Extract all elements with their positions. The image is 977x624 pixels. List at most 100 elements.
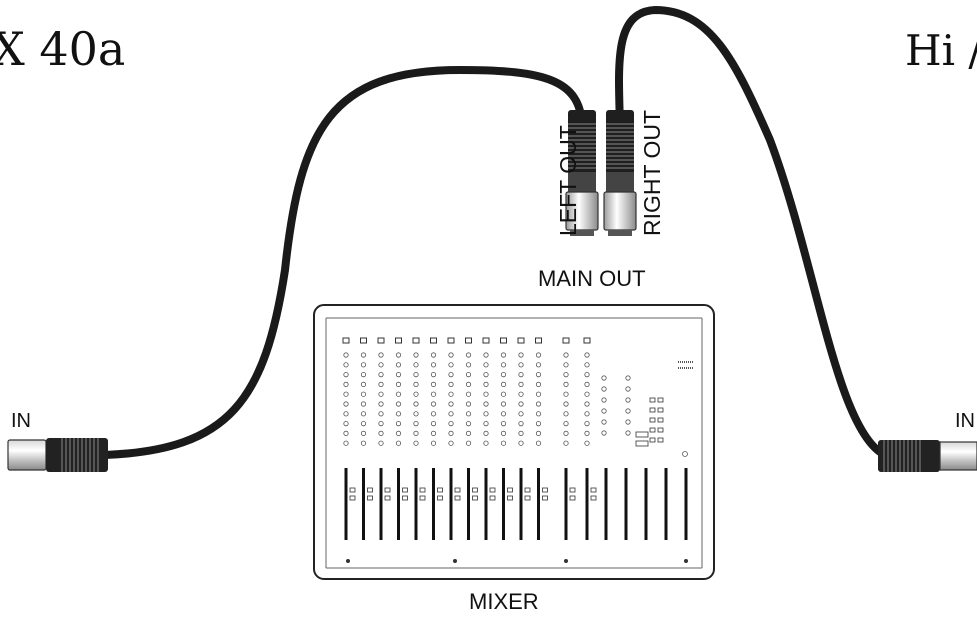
channel-knob — [430, 411, 437, 417]
mixer-screw-2 — [453, 559, 457, 563]
channel-knob — [395, 381, 402, 387]
channel-button — [562, 337, 570, 344]
channel-knob — [500, 420, 507, 427]
channel-button — [583, 337, 591, 344]
channel-button — [430, 337, 437, 344]
channel-knob — [518, 391, 524, 397]
channel-knob — [500, 440, 507, 446]
channel-knob — [563, 440, 569, 446]
channel-knob — [360, 401, 367, 407]
channel-button — [447, 337, 455, 344]
channel-knob — [500, 381, 507, 387]
channel-knob — [378, 411, 384, 417]
channel-knob — [584, 401, 590, 407]
channel-knob — [535, 391, 542, 397]
channel-knob — [448, 381, 454, 387]
channel-switch — [437, 487, 443, 493]
channel-button — [517, 337, 525, 344]
channel-knob — [448, 430, 454, 436]
channel-knob — [483, 352, 489, 358]
channel-switch — [437, 495, 443, 501]
channel-knob — [584, 381, 590, 387]
channel-knob — [563, 420, 569, 427]
master-switch — [649, 407, 656, 413]
channel-switch — [569, 487, 576, 493]
master-knob — [601, 397, 607, 403]
master-fader-slot — [604, 468, 608, 540]
left-in-label: IN — [11, 410, 31, 432]
channel-switch — [367, 495, 373, 501]
channel-knob — [483, 401, 489, 407]
channel-knob — [430, 440, 437, 446]
cable-left — [101, 65, 586, 459]
channel-knob — [413, 430, 419, 436]
channel-switch — [384, 487, 391, 493]
channel-knob — [518, 352, 524, 358]
channel-knob — [535, 362, 542, 368]
channel-knob — [343, 391, 349, 397]
channel-knob — [563, 381, 569, 387]
channel-knob — [465, 362, 472, 368]
mixer-screw-4 — [684, 559, 688, 563]
channel-knob — [430, 430, 437, 436]
channel-fader-slot — [449, 468, 453, 540]
channel-fader-slot — [432, 468, 435, 540]
channel-knob — [360, 352, 367, 358]
channel-knob — [483, 420, 489, 427]
channel-knob — [448, 371, 454, 378]
master-knob — [625, 375, 631, 381]
channel-switch — [472, 495, 478, 501]
channel-knob — [448, 362, 454, 368]
channel-knob — [518, 411, 524, 417]
channel-switch — [419, 487, 426, 493]
channel-knob — [448, 391, 454, 397]
right-device-title: Hi / — [905, 26, 977, 75]
channel-knob — [518, 371, 524, 378]
channel-knob — [584, 430, 590, 436]
master-knob — [625, 419, 631, 425]
channel-knob — [584, 362, 590, 368]
channel-knob — [518, 401, 524, 407]
channel-knob — [535, 430, 542, 436]
channel-button — [360, 337, 367, 344]
master-fader-slot — [664, 468, 668, 540]
channel-knob — [584, 391, 590, 397]
channel-knob — [500, 391, 507, 397]
channel-knob — [378, 381, 384, 387]
channel-knob — [563, 430, 569, 436]
channel-knob — [448, 352, 454, 358]
phones-knob — [682, 451, 688, 457]
right-in-label: IN — [955, 410, 975, 432]
channel-knob — [395, 401, 402, 407]
channel-switch — [569, 495, 576, 501]
channel-knob — [465, 381, 472, 387]
channel-switch — [542, 495, 548, 501]
channel-knob — [500, 371, 507, 378]
channel-switch — [349, 487, 356, 493]
channel-knob — [413, 381, 419, 387]
channel-knob — [413, 391, 419, 397]
channel-knob — [343, 381, 349, 387]
master-fader-slot — [624, 468, 628, 540]
master-switch — [657, 427, 664, 433]
channel-switch — [384, 495, 391, 501]
master-knob — [601, 419, 607, 425]
channel-knob — [378, 401, 384, 407]
channel-knob — [360, 381, 367, 387]
channel-knob — [395, 391, 402, 397]
master-knob — [601, 408, 607, 414]
channel-knob — [483, 430, 489, 436]
right-in-connector — [878, 440, 977, 472]
channel-knob — [343, 430, 349, 436]
channel-fader-slot — [379, 468, 383, 540]
right-out-connector — [603, 110, 637, 236]
channel-button — [500, 337, 507, 344]
channel-knob — [378, 371, 384, 378]
channel-knob — [535, 440, 542, 446]
master-switch — [635, 440, 649, 447]
channel-fader-slot — [362, 468, 365, 540]
channel-fader-slot — [519, 468, 523, 540]
channel-fader-slot — [467, 468, 470, 540]
channel-knob — [395, 371, 402, 378]
channel-knob — [430, 391, 437, 397]
